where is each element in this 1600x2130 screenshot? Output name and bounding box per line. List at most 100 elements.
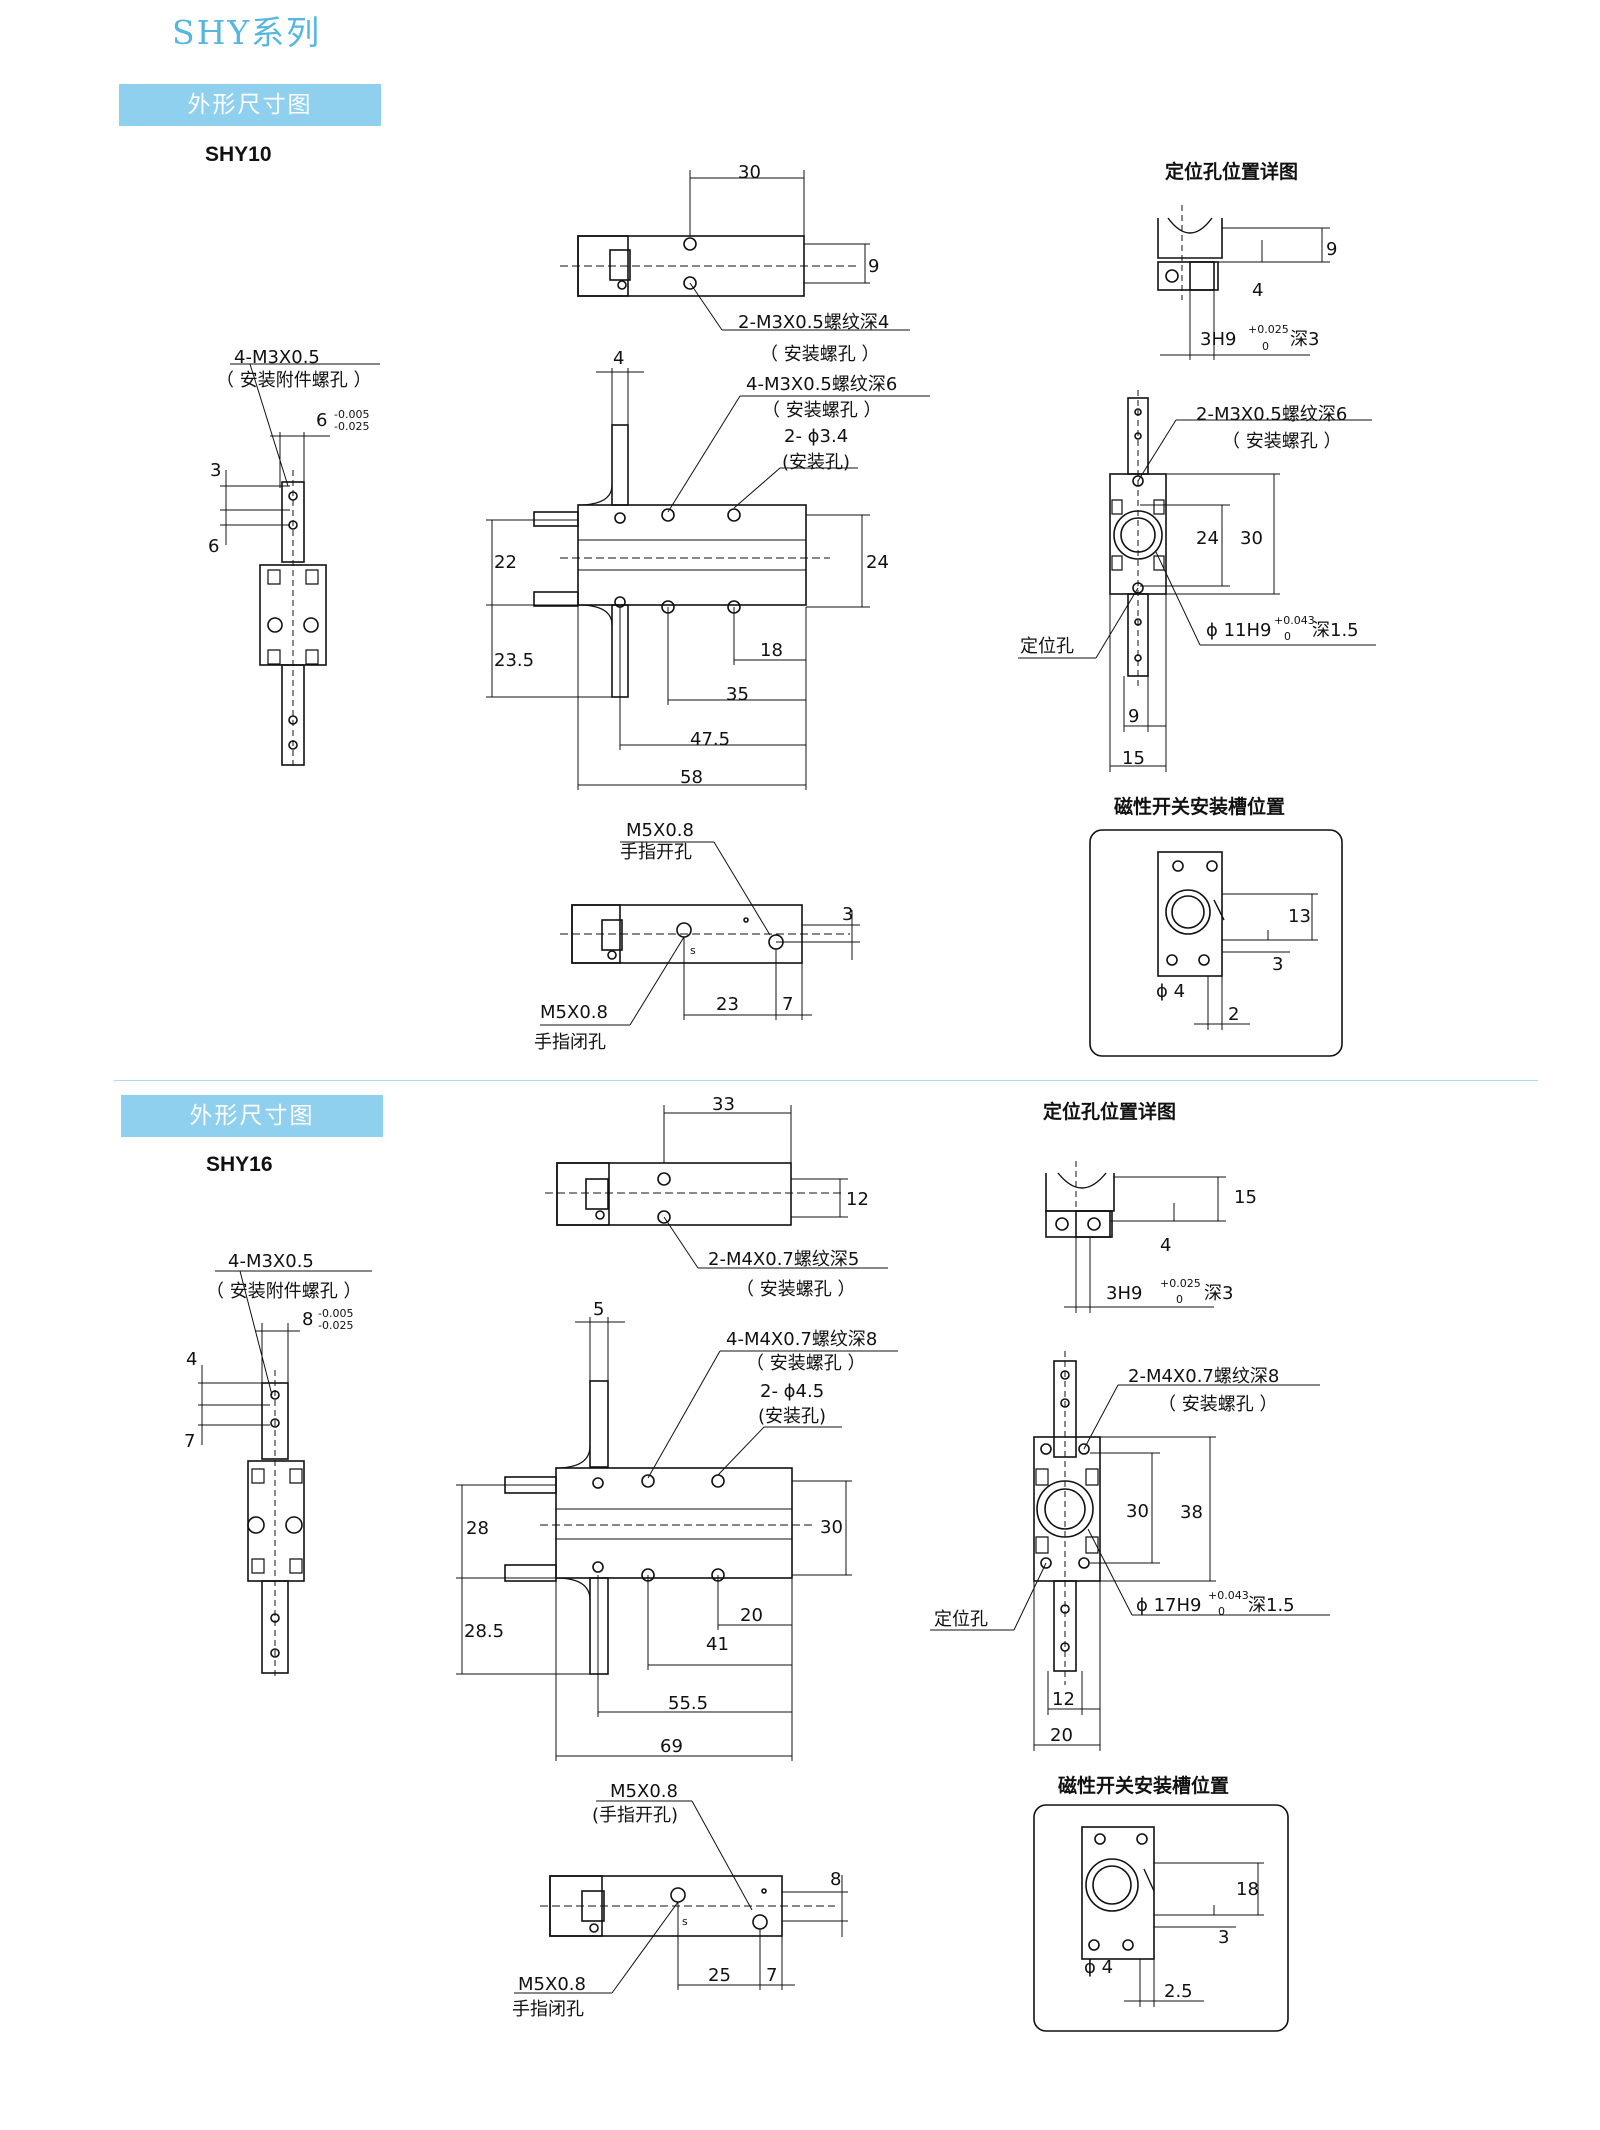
dim-switch-2: 2.5 (1164, 1981, 1193, 2002)
fit-detail-upper: +0.025 (1248, 323, 1289, 336)
dim-detail-9: 9 (1326, 239, 1337, 260)
dim-switch-phi4: ϕ 4 (1156, 981, 1185, 1002)
note-end-bore: ϕ 11H9 (1206, 620, 1272, 641)
dim-front-18: 18 (760, 640, 783, 661)
note-front-thread: 4-M4X0.7螺纹深8 (726, 1329, 877, 1350)
dim-detail-4: 4 (1160, 1235, 1171, 1256)
dim-end-30: 38 (1180, 1502, 1203, 1523)
dim-top-width: 30 (738, 162, 761, 183)
tol-side-upper: -0.005 (334, 408, 369, 421)
note-front-hole: 2- ϕ4.5 (760, 1381, 824, 1402)
note-bottom-close: M5X0.8 (540, 1002, 608, 1023)
front-view-shy10 (486, 368, 930, 790)
section-divider (114, 1080, 1538, 1081)
dim-end-30: 30 (1240, 528, 1263, 549)
tol-side-lower: -0.025 (318, 1319, 353, 1332)
dim-bottom-7: 7 (766, 1965, 777, 1986)
dim-front-58: 69 (660, 1736, 683, 1757)
series-title: SHY系列 (172, 13, 322, 52)
note-bottom-open: M5X0.8 (610, 1781, 678, 1802)
dim-end-15: 15 (1122, 748, 1145, 769)
dim-front-22: 28 (466, 1518, 489, 1539)
note-end-thread: 2-M3X0.5螺纹深6 (1196, 404, 1347, 425)
bore-end-depth: 深1.5 (1312, 620, 1359, 641)
bottom-view-shy16 (514, 1800, 848, 1994)
switch-title-shy10: 磁性开关安装槽位置 (1114, 795, 1285, 818)
note-side-thread: 4-M3X0.5 (228, 1251, 314, 1272)
mark-bottom-s: s (682, 1915, 688, 1928)
dim-end-9: 9 (1128, 706, 1139, 727)
note-bottom-open-sub: (手指开孔) (592, 1805, 678, 1826)
section-banner-2: 外形尺寸图 (121, 1095, 383, 1137)
dim-switch-13: 13 (1288, 906, 1311, 927)
mark-bottom-s: s (690, 944, 696, 957)
dim-front-23-5: 23.5 (494, 650, 534, 671)
note-front-thread-sub: （ 安装螺孔 ） (762, 400, 881, 421)
model-label-shy16: SHY16 (206, 1153, 273, 1176)
tol-side-upper: -0.005 (318, 1307, 353, 1320)
note-front-thread-sub: （ 安装螺孔 ） (746, 1353, 865, 1374)
tol-side-lower: -0.025 (334, 420, 369, 433)
dim-top-width: 33 (712, 1094, 735, 1115)
dim-front-jaw: 4 (613, 348, 624, 369)
detail-title-shy16: 定位孔位置详图 (1043, 1100, 1176, 1123)
model-label-shy10: SHY10 (205, 143, 272, 166)
detail-view-shy10 (1157, 205, 1330, 360)
note-bottom-close-sub: 手指闭孔 (534, 1032, 606, 1053)
dim-switch-3: 3 (1218, 1927, 1229, 1948)
note-end-thread-sub: （ 安装螺孔 ） (1158, 1394, 1277, 1415)
note-bottom-close: M5X0.8 (518, 1974, 586, 1995)
note-detail-fit: 3H9 (1106, 1283, 1142, 1304)
note-detail-fit: 3H9 (1200, 329, 1236, 350)
fit-detail-depth: 深3 (1204, 1283, 1233, 1304)
dim-end-24: 30 (1126, 1501, 1149, 1522)
side-view-shy10 (220, 363, 380, 770)
note-front-thread: 4-M3X0.5螺纹深6 (746, 374, 897, 395)
dim-side-tol: 6 (316, 410, 327, 431)
dim-front-58: 58 (680, 767, 703, 788)
note-end-bore: ϕ 17H9 (1136, 1595, 1202, 1616)
note-top-thread: 2-M4X0.7螺纹深5 (708, 1249, 859, 1270)
dim-detail-4: 4 (1252, 280, 1263, 301)
dim-front-47-5: 47.5 (690, 729, 730, 750)
dim-front-35: 35 (726, 684, 749, 705)
top-view-shy16 (545, 1105, 888, 1269)
note-top-thread-sub: （ 安装螺孔 ） (760, 344, 879, 365)
dim-top-offset: 9 (868, 256, 879, 277)
fit-detail-upper: +0.025 (1160, 1277, 1201, 1290)
note-side-thread: 4-M3X0.5 (234, 347, 320, 368)
dim-bottom-3: 8 (830, 1869, 841, 1890)
note-top-thread: 2-M3X0.5螺纹深4 (738, 312, 889, 333)
bore-end-upper: +0.043 (1208, 1589, 1249, 1602)
dim-front-35: 41 (706, 1634, 729, 1655)
end-view-shy16 (930, 1351, 1330, 1751)
dim-end-9: 12 (1052, 1689, 1075, 1710)
dim-bottom-7: 7 (782, 994, 793, 1015)
detail-view-shy16 (1045, 1161, 1226, 1313)
dim-front-18: 20 (740, 1605, 763, 1626)
note-front-hole-sub: (安装孔) (758, 1406, 826, 1427)
bore-end-lower: 0 (1218, 1605, 1225, 1618)
dim-side-tol: 8 (302, 1309, 313, 1330)
dim-side-b: 7 (184, 1431, 195, 1452)
top-view-shy10 (560, 170, 910, 331)
note-end-locate: 定位孔 (1020, 636, 1074, 657)
section-banner-1: 外形尺寸图 (119, 84, 381, 126)
end-view-shy10 (1018, 390, 1376, 772)
dim-switch-13: 18 (1236, 1879, 1259, 1900)
front-view-shy16 (456, 1317, 898, 1761)
side-view-shy16 (198, 1270, 372, 1680)
dim-end-15: 20 (1050, 1725, 1073, 1746)
switch-title-shy16: 磁性开关安装槽位置 (1058, 1774, 1229, 1797)
switch-view-shy16 (1033, 1804, 1289, 2032)
note-end-thread-sub: （ 安装螺孔 ） (1222, 431, 1341, 452)
note-end-thread: 2-M4X0.7螺纹深8 (1128, 1366, 1279, 1387)
dim-switch-phi4: ϕ 4 (1084, 1957, 1113, 1978)
note-side-thread-sub: （ 安装附件螺孔 ） (206, 1281, 361, 1302)
note-side-thread-sub: （ 安装附件螺孔 ） (216, 370, 371, 391)
dim-switch-2: 2 (1228, 1004, 1239, 1025)
note-top-thread-sub: （ 安装螺孔 ） (736, 1279, 855, 1300)
fit-detail-lower: 0 (1262, 340, 1269, 353)
switch-view-shy10 (1089, 829, 1343, 1057)
note-front-hole: 2- ϕ3.4 (784, 426, 848, 447)
